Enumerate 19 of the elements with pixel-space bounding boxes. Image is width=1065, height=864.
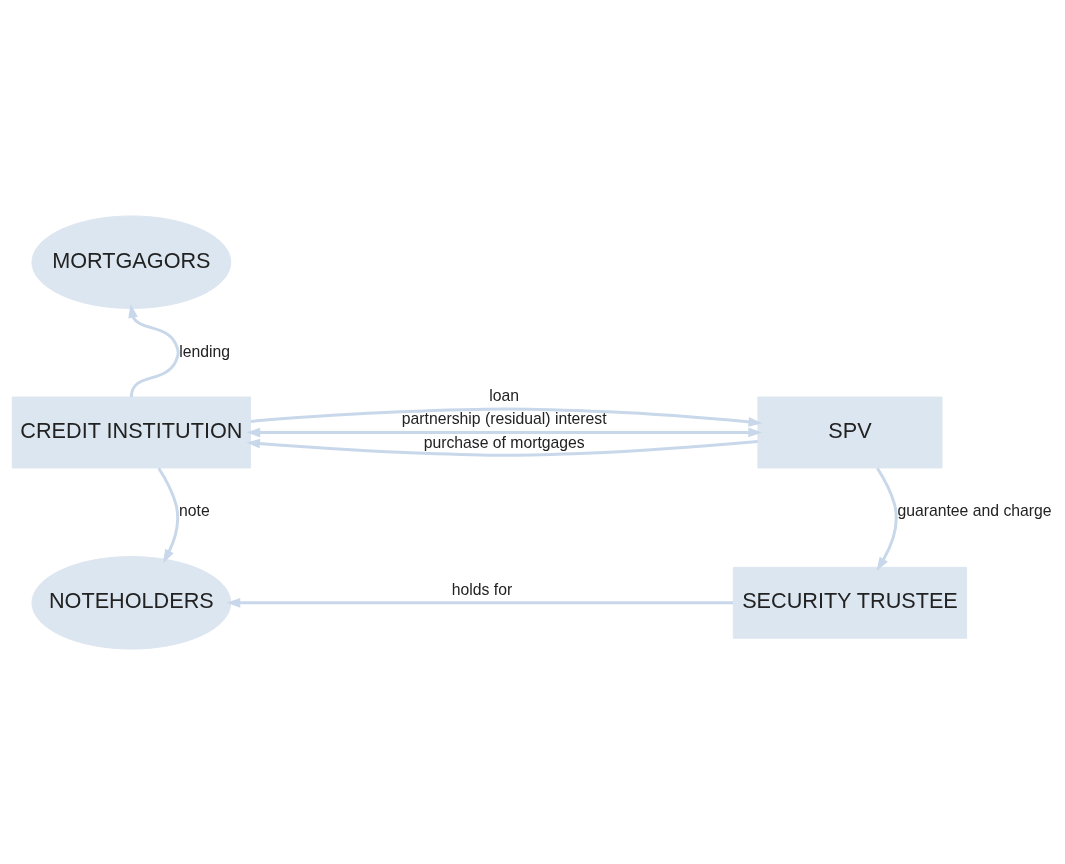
arrow <box>226 597 734 608</box>
edge-label: note <box>179 501 210 519</box>
arrow <box>246 438 758 457</box>
arrow <box>157 466 180 563</box>
node-ellipse: MORTGAGORS <box>31 214 232 309</box>
arrow <box>246 427 763 437</box>
edge-label: holds for <box>451 580 513 598</box>
edge-label: partnership (residual) interest <box>401 409 607 427</box>
edge-label: loan <box>489 386 520 404</box>
edge-label: guarantee and charge <box>897 501 1052 519</box>
edge-label: lending <box>179 342 231 360</box>
arrow <box>876 466 898 571</box>
node-ellipse: NOTEHOLDERS <box>31 555 232 650</box>
node-box: SPV <box>757 396 943 468</box>
node-box: SECURITY TRUSTEE <box>732 566 968 639</box>
node-box: CREDIT INSTITUTION <box>11 396 251 468</box>
arrow <box>128 303 180 397</box>
arrow <box>250 407 763 427</box>
edge-label: purchase of mortgages <box>423 433 585 451</box>
